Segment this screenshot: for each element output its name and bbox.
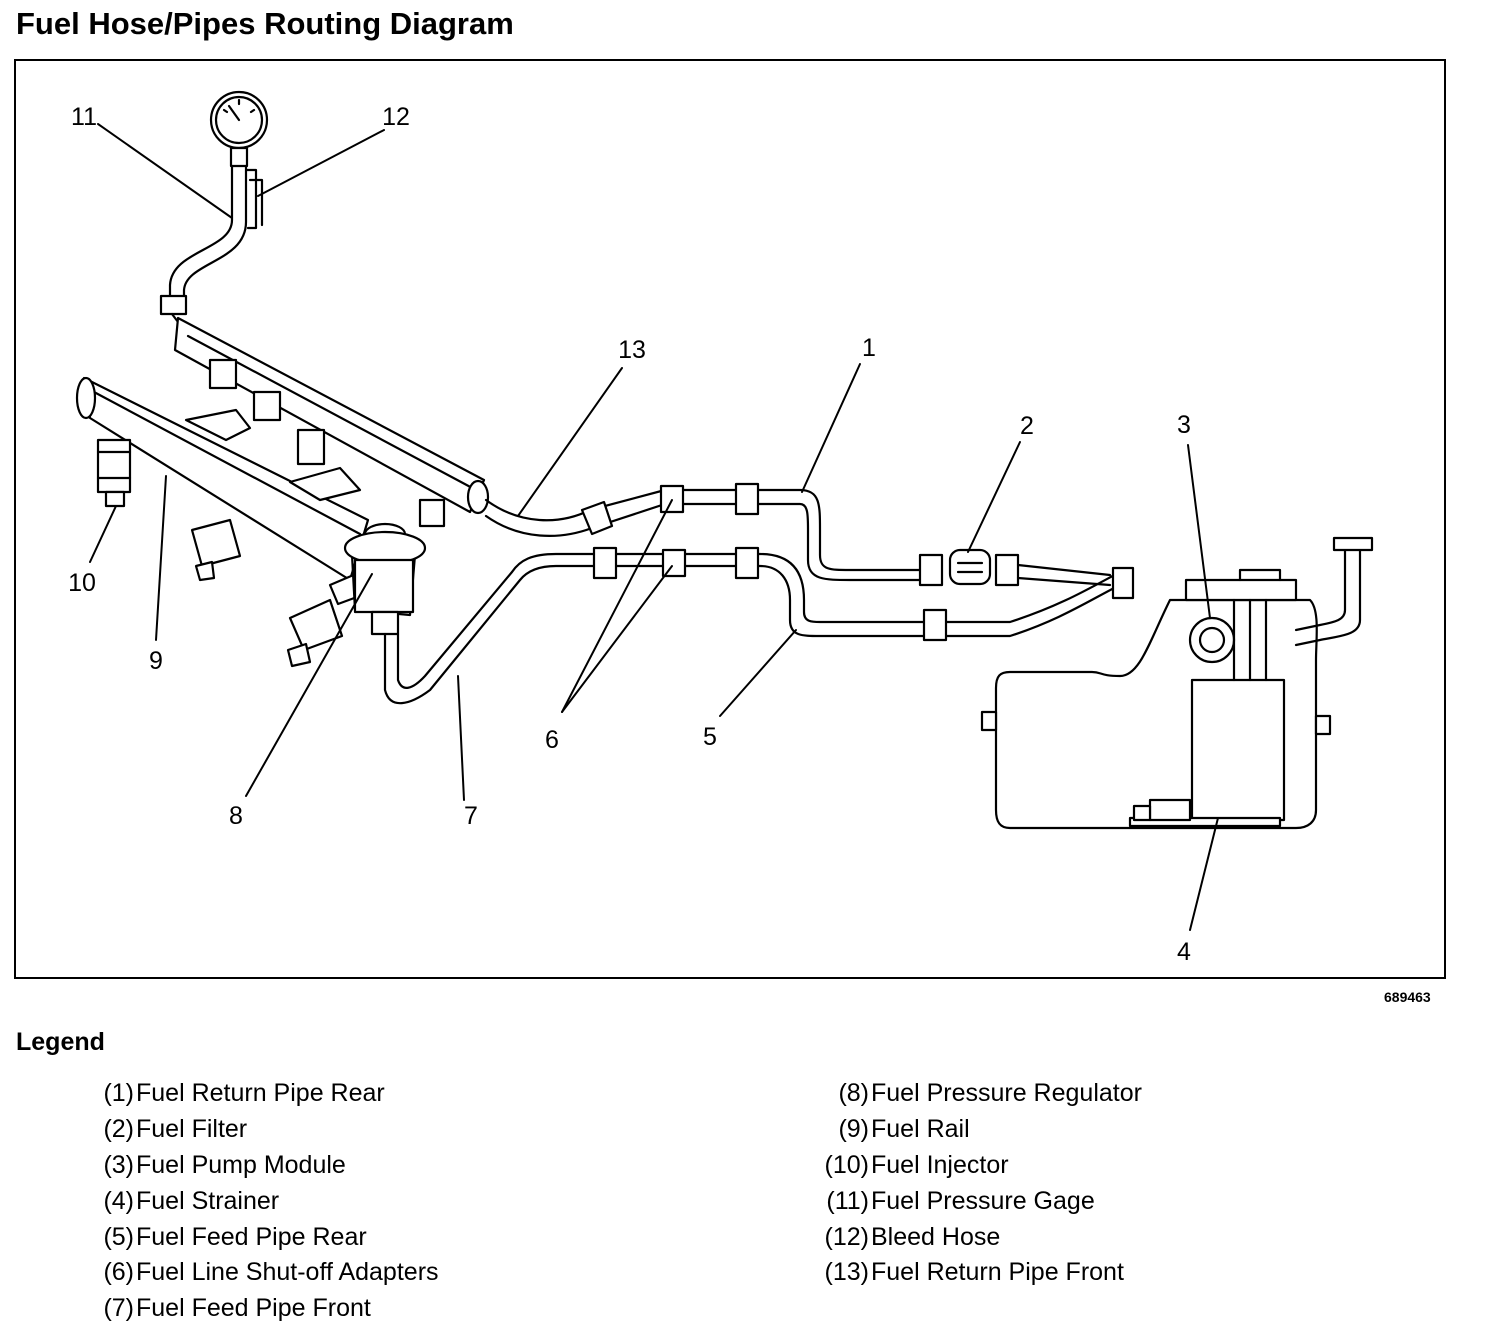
legend-text: Fuel Line Shut-off Adapters	[136, 1258, 439, 1287]
legend-number: (9)	[838, 1115, 869, 1144]
callout-13: 13	[618, 336, 646, 364]
legend-item: (10)Fuel Injector	[805, 1148, 1142, 1184]
legend-item: (1)Fuel Return Pipe Rear	[70, 1076, 439, 1112]
callout-11: 11	[71, 103, 97, 131]
fuel-filter	[918, 548, 1112, 587]
legend-text: Fuel Injector	[871, 1150, 1009, 1179]
legend-text: Fuel Rail	[871, 1115, 970, 1144]
legend-number: (11)	[826, 1186, 869, 1215]
legend-text: Bleed Hose	[871, 1222, 1001, 1251]
page-title: Fuel Hose/Pipes Routing Diagram	[16, 6, 514, 41]
legend-number: (6)	[103, 1258, 134, 1287]
legend-number: (12)	[824, 1222, 869, 1251]
legend-number: (2)	[103, 1115, 134, 1144]
fuel-rail-lower	[75, 376, 370, 582]
callout-1: 1	[862, 334, 876, 362]
callout-9: 9	[149, 647, 163, 675]
legend-text: Fuel Feed Pipe Front	[136, 1294, 371, 1323]
legend-number: (1)	[103, 1079, 134, 1108]
callout-12: 12	[382, 103, 410, 131]
legend-number: (10)	[824, 1150, 869, 1179]
legend-item: (5)Fuel Feed Pipe Rear	[70, 1219, 439, 1255]
callout-10: 10	[68, 569, 96, 597]
legend-text: Fuel Pressure Regulator	[871, 1079, 1142, 1108]
bleed-hose	[245, 168, 264, 230]
legend-column-right: (8)Fuel Pressure Regulator (9)Fuel Rail …	[805, 1076, 1142, 1291]
callout-5: 5	[703, 723, 717, 751]
callout-6: 6	[545, 726, 559, 754]
legend-item: (8)Fuel Pressure Regulator	[805, 1076, 1142, 1112]
callout-7: 7	[464, 802, 478, 830]
legend-number: (13)	[824, 1258, 869, 1287]
legend-number: (4)	[103, 1186, 134, 1215]
legend-item: (7)Fuel Feed Pipe Front	[70, 1291, 439, 1327]
legend-text: Fuel Return Pipe Rear	[136, 1079, 385, 1108]
fuel-pressure-regulator	[343, 522, 427, 636]
legend-item: (4)Fuel Strainer	[70, 1183, 439, 1219]
legend-text: Fuel Feed Pipe Rear	[136, 1222, 367, 1251]
callout-4: 4	[1177, 938, 1191, 966]
diagram-frame	[14, 59, 1446, 979]
callout-2: 2	[1020, 412, 1034, 440]
legend-title: Legend	[16, 1028, 105, 1056]
legend-number: (8)	[838, 1079, 869, 1108]
legend-number: (3)	[103, 1150, 134, 1179]
legend-column-left: (1)Fuel Return Pipe Rear (2)Fuel Filter …	[70, 1076, 439, 1327]
legend-number: (7)	[103, 1294, 134, 1323]
legend-item: (13)Fuel Return Pipe Front	[805, 1255, 1142, 1291]
legend-text: Fuel Strainer	[136, 1186, 280, 1215]
legend-item: (2)Fuel Filter	[70, 1112, 439, 1148]
legend-text: Fuel Pressure Gage	[871, 1186, 1095, 1215]
legend-text: Fuel Return Pipe Front	[871, 1258, 1124, 1287]
legend-item: (12)Bleed Hose	[805, 1219, 1142, 1255]
fuel-feed-pipe	[383, 546, 1135, 705]
legend-text: Fuel Filter	[136, 1115, 248, 1144]
fuel-routing-diagram: 1 2 3 4 5 6 7 8 9 10 11 12 13	[68, 90, 1374, 966]
legend-text: Fuel Pump Module	[136, 1150, 346, 1179]
figure-id: 689463	[1384, 989, 1431, 1005]
legend-item: (11)Fuel Pressure Gage	[805, 1183, 1142, 1219]
gage-hose	[159, 164, 248, 332]
callout-3: 3	[1177, 411, 1191, 439]
fuel-strainer	[1128, 798, 1282, 828]
fuel-pressure-gage	[209, 90, 269, 168]
fuel-return-pipe	[484, 482, 932, 582]
legend-item: (3)Fuel Pump Module	[70, 1148, 439, 1184]
legend-item: (9)Fuel Rail	[805, 1112, 1142, 1148]
legend-item: (6)Fuel Line Shut-off Adapters	[70, 1255, 439, 1291]
fuel-rail-upper	[173, 316, 490, 528]
callout-8: 8	[229, 802, 243, 830]
fuel-pump-module	[1184, 536, 1374, 822]
leader-lines	[89, 123, 1219, 931]
legend-number: (5)	[103, 1222, 134, 1251]
